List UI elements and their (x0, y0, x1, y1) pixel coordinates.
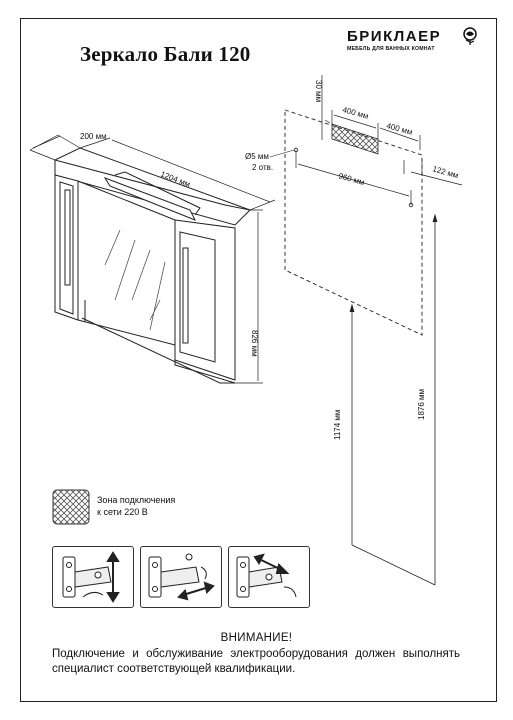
hinge-horizontal-adjust-icon (236, 553, 297, 598)
hinge-adjust-step-2 (140, 546, 222, 608)
hole-spacing-label: 960 мм (337, 171, 365, 187)
legend-line2: к сети 220 В (97, 507, 148, 517)
hole-count-label: 2 отв. (252, 163, 273, 172)
legend: Зона подключения к сети 220 В (97, 494, 175, 518)
warning-title: ВНИМАНИЕ! (220, 632, 293, 644)
floor-holes-label: 1876 мм (417, 389, 426, 420)
width-label: 1204 мм (159, 169, 191, 189)
connection-zone (331, 123, 379, 155)
depth-dimension (29, 134, 81, 161)
mirror-outline (284, 109, 423, 336)
page-frame (20, 18, 497, 702)
zone-dimensions (331, 110, 421, 150)
brand-tagline: МЕБЕЛЬ ДЛЯ ВАННЫХ КОМНАТ (347, 46, 435, 52)
right-offset-dimension (403, 160, 463, 186)
right-offset-label: 122 мм (431, 164, 459, 180)
hole-diameter-label: Ø5 мм (245, 152, 269, 161)
legend-line1: Зона подключения (97, 495, 176, 505)
hinge-adjust-step-3 (228, 546, 310, 608)
depth-label: 200 мм (80, 132, 107, 141)
top-offset-label: 30 мм (314, 80, 323, 102)
rose-icon (463, 27, 477, 45)
hinge-adjust-step-1 (52, 546, 134, 608)
hinge-depth-adjust-icon (148, 553, 215, 601)
width-dimension (79, 137, 276, 211)
floor-height-dimensions (349, 213, 438, 586)
height-label: 826 мм (250, 330, 259, 357)
floor-zone-label: 1174 мм (333, 410, 342, 440)
page-title: Зеркало Бали 120 (80, 42, 251, 66)
top-offset-dimension (321, 75, 331, 140)
mirror-cabinet-drawing (54, 147, 252, 384)
brand-logo: БРИКЛАЕР МЕБЕЛЬ ДЛЯ ВАННЫХ КОМНАТ (347, 27, 487, 52)
height-dimension (235, 209, 263, 384)
brand-name: БРИКЛАЕР (347, 28, 442, 45)
hatch-swatch-icon (52, 489, 90, 525)
hole-spacing-dimension (295, 150, 412, 205)
hinge-vertical-adjust-icon (62, 551, 120, 603)
warning-body: Подключение и обслуживание электрооборуд… (52, 648, 460, 675)
